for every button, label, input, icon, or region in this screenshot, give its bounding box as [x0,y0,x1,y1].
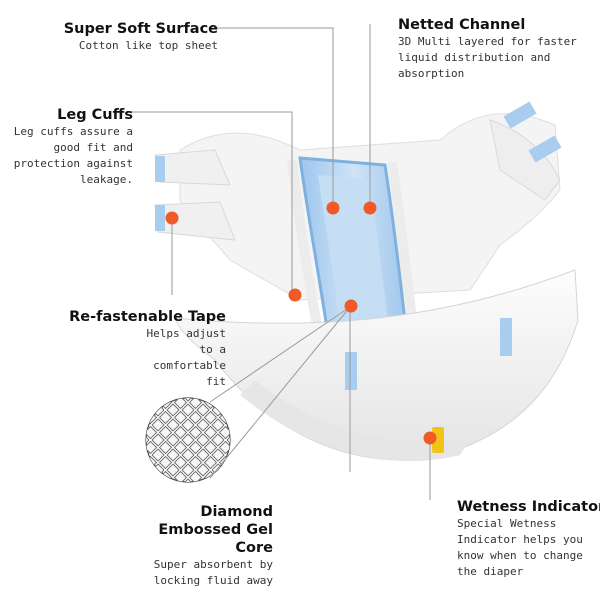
diamond-cell [173,440,188,455]
diamond-cell [181,403,195,417]
marker-top-sheet [326,201,340,215]
diamond-cell [181,463,195,477]
diamond-cell [235,442,247,454]
diamond-cell [166,418,180,432]
diamond-cell [181,433,195,447]
callout-super-soft-surface: Super Soft Surface Cotton like top sheet [60,20,218,54]
callout-netted-channel: Netted Channel 3D Multi layered for fast… [398,16,578,82]
diamond-cell [173,470,188,482]
diamond-cell [122,434,134,446]
callout-leg-cuffs: Leg Cuffs Leg cuffs assure a good fit an… [8,106,133,188]
callout-refastenable-tape: Re-fastenable Tape Helps adjust to a com… [40,308,226,390]
diamond-cell [166,433,180,447]
diamond-cell [181,448,195,462]
diamond-cell [196,403,210,417]
diamond-cell [158,440,173,455]
markers [165,201,437,445]
left-tape-lower [155,205,165,231]
left-tape-upper [155,156,165,182]
diamond-cell [188,470,203,482]
diamond-cell [196,398,210,402]
diamond-cell [203,440,218,455]
netted-channel-title: Netted Channel [398,17,526,33]
diamond-cell [218,440,230,455]
diamond-cell [235,427,247,439]
front-tape-right [500,318,512,356]
diamond-cell [166,398,180,402]
leg-cuffs-desc: Leg cuffs assure a good fit and protecti… [13,125,133,186]
leg-cuffs-title: Leg Cuffs [57,107,133,123]
diamond-cell [203,410,218,425]
wetness-indicator-desc: Special Wetness Indicator helps you know… [457,517,583,578]
diamond-cell [130,442,142,454]
diamond-cell [166,463,180,477]
super-soft-surface-title: Super Soft Surface [63,21,218,37]
diamond-cell [190,487,202,499]
wetness-indicator-title: Wetness Indicator [457,499,600,515]
diamond-cell [146,440,158,455]
right-tape-lower [528,135,562,163]
diamond-cell [158,425,173,440]
refastenable-tape-title: Re-fastenable Tape [69,309,226,325]
front-tape-left [345,352,357,390]
diamond-cell [158,410,173,425]
diamond-cell [173,455,188,470]
diamond-cell [158,455,173,470]
diamond-cell [211,418,225,432]
diamond-cell [203,425,218,440]
right-tape-upper [503,101,537,129]
diamond-cell [196,448,210,462]
diamond-cell [151,433,165,447]
diamond-cell [188,410,203,425]
leader-lines [130,24,431,500]
diamond-cell [242,434,254,446]
diamond-cell [181,398,195,402]
diamond-cell [188,398,203,410]
diamond-cell [203,455,218,470]
diamond-cell [166,448,180,462]
diamond-cell [188,425,203,440]
marker-left-tape [165,211,179,225]
diamond-cell [211,448,225,462]
channel-inner [318,175,390,338]
diamond-cell [151,418,165,432]
netted-channel-desc: 3D Multi layered for faster liquid distr… [398,35,577,80]
diamond-cell [211,433,225,447]
super-soft-surface-desc: Cotton like top sheet [78,39,218,52]
marker-gel-core [344,299,358,313]
marker-leg-cuff [288,288,302,302]
diamond-cell [173,398,188,410]
diamond-cell [166,403,180,417]
diamond-cell [146,433,150,447]
marker-wetness [423,431,437,445]
diamond-core-title: Diamond Embossed Gel Core [158,504,273,556]
diamond-cell [181,418,195,432]
diamond-cell [196,433,210,447]
diamond-cell [226,433,230,447]
callout-wetness-indicator: Wetness Indicator Special Wetness Indica… [457,498,600,580]
diamond-core-desc: Super absorbent by locking fluid away [153,558,273,587]
marker-netted-channel [363,201,377,215]
front-shading [240,380,470,462]
diamond-cell [196,418,210,432]
diamond-cell [173,425,188,440]
diamond-cell [173,410,188,425]
callout-diamond-core: Diamond Embossed Gel Core Super absorben… [120,503,273,589]
refastenable-tape-desc: Helps adjust to a comfortable fit [146,327,226,388]
diamond-cell [188,440,203,455]
diamond-cell [188,455,203,470]
diamond-cell [196,463,210,477]
diamond-cell [151,448,165,462]
diamond-pattern [122,398,254,499]
diamond-cell [130,427,142,439]
diamond-cell [175,487,187,499]
wetness-indicator-strip [432,427,444,453]
